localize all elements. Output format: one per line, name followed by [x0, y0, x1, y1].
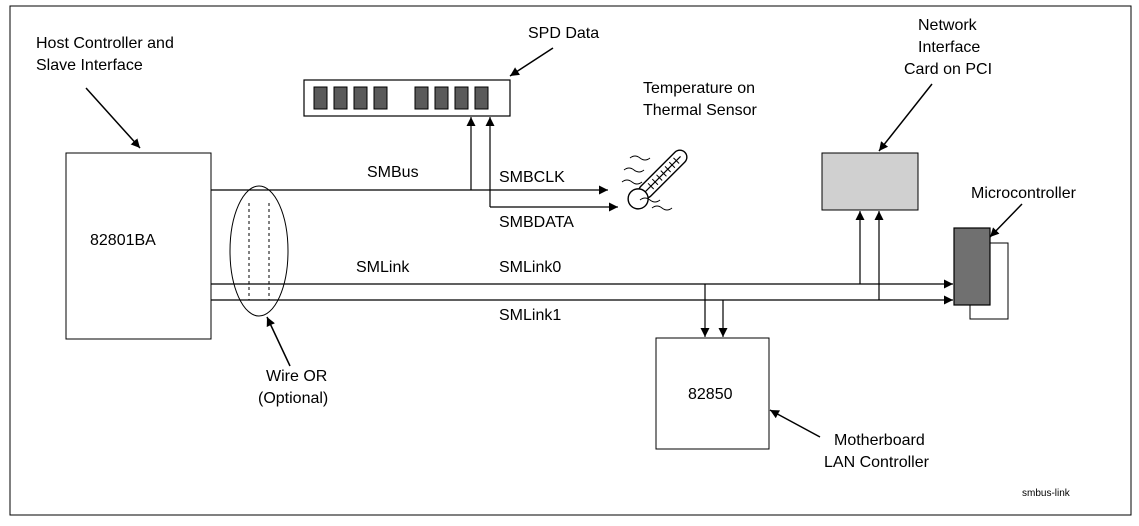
wire-or-ellipse: [229, 185, 289, 317]
nic-label-line3: Card on PCI: [904, 61, 992, 78]
smbdata-label: SMBDATA: [499, 214, 574, 231]
lan-controller-pointer: [769, 409, 821, 438]
nic-label-line2: Interface: [918, 39, 980, 56]
smlink1-label: SMLink1: [499, 307, 561, 324]
nic-card-box: [821, 152, 919, 211]
thermometer-icon: [627, 149, 688, 210]
microcontroller-pointer: [989, 203, 1023, 238]
heat-wave-marks: [621, 155, 673, 211]
temperature-label-line2: Thermal Sensor: [643, 102, 757, 119]
figure-id-label: smbus-link: [1022, 488, 1071, 499]
lan-controller-label-line1: Motherboard: [834, 432, 925, 449]
microcontroller-chip: [953, 227, 991, 306]
smlink0-label: SMLink0: [499, 259, 561, 276]
smlink-label: SMLink: [356, 259, 410, 276]
smbus-label: SMBus: [367, 164, 419, 181]
chip-82850-box: [655, 337, 770, 450]
microcontroller-label: Microcontroller: [971, 185, 1077, 202]
temperature-label-line1: Temperature on: [643, 80, 755, 97]
smbclk-label: SMBCLK: [499, 169, 565, 186]
lan-controller-label-line2: LAN Controller: [824, 454, 930, 471]
chip-82801ba-box: [65, 152, 212, 340]
host-controller-label-line1: Host Controller and: [36, 35, 174, 52]
figure-frame: [9, 5, 1132, 516]
nic-pointer: [878, 83, 933, 152]
wire-or-label-line2: (Optional): [258, 390, 328, 407]
chip-82801ba-label: 82801BA: [90, 232, 156, 249]
nic-label-line1: Network: [918, 17, 978, 34]
wire-or-pointer: [266, 316, 291, 367]
wire-or-label-line1: Wire OR: [266, 368, 327, 385]
host-controller-label-line2: Slave Interface: [36, 57, 143, 74]
spd-data-label: SPD Data: [528, 25, 599, 42]
dimm-module-icon: [303, 79, 511, 117]
chip-82850-label: 82850: [688, 386, 733, 403]
host-controller-pointer: [85, 87, 141, 149]
spd-data-pointer: [509, 47, 554, 77]
